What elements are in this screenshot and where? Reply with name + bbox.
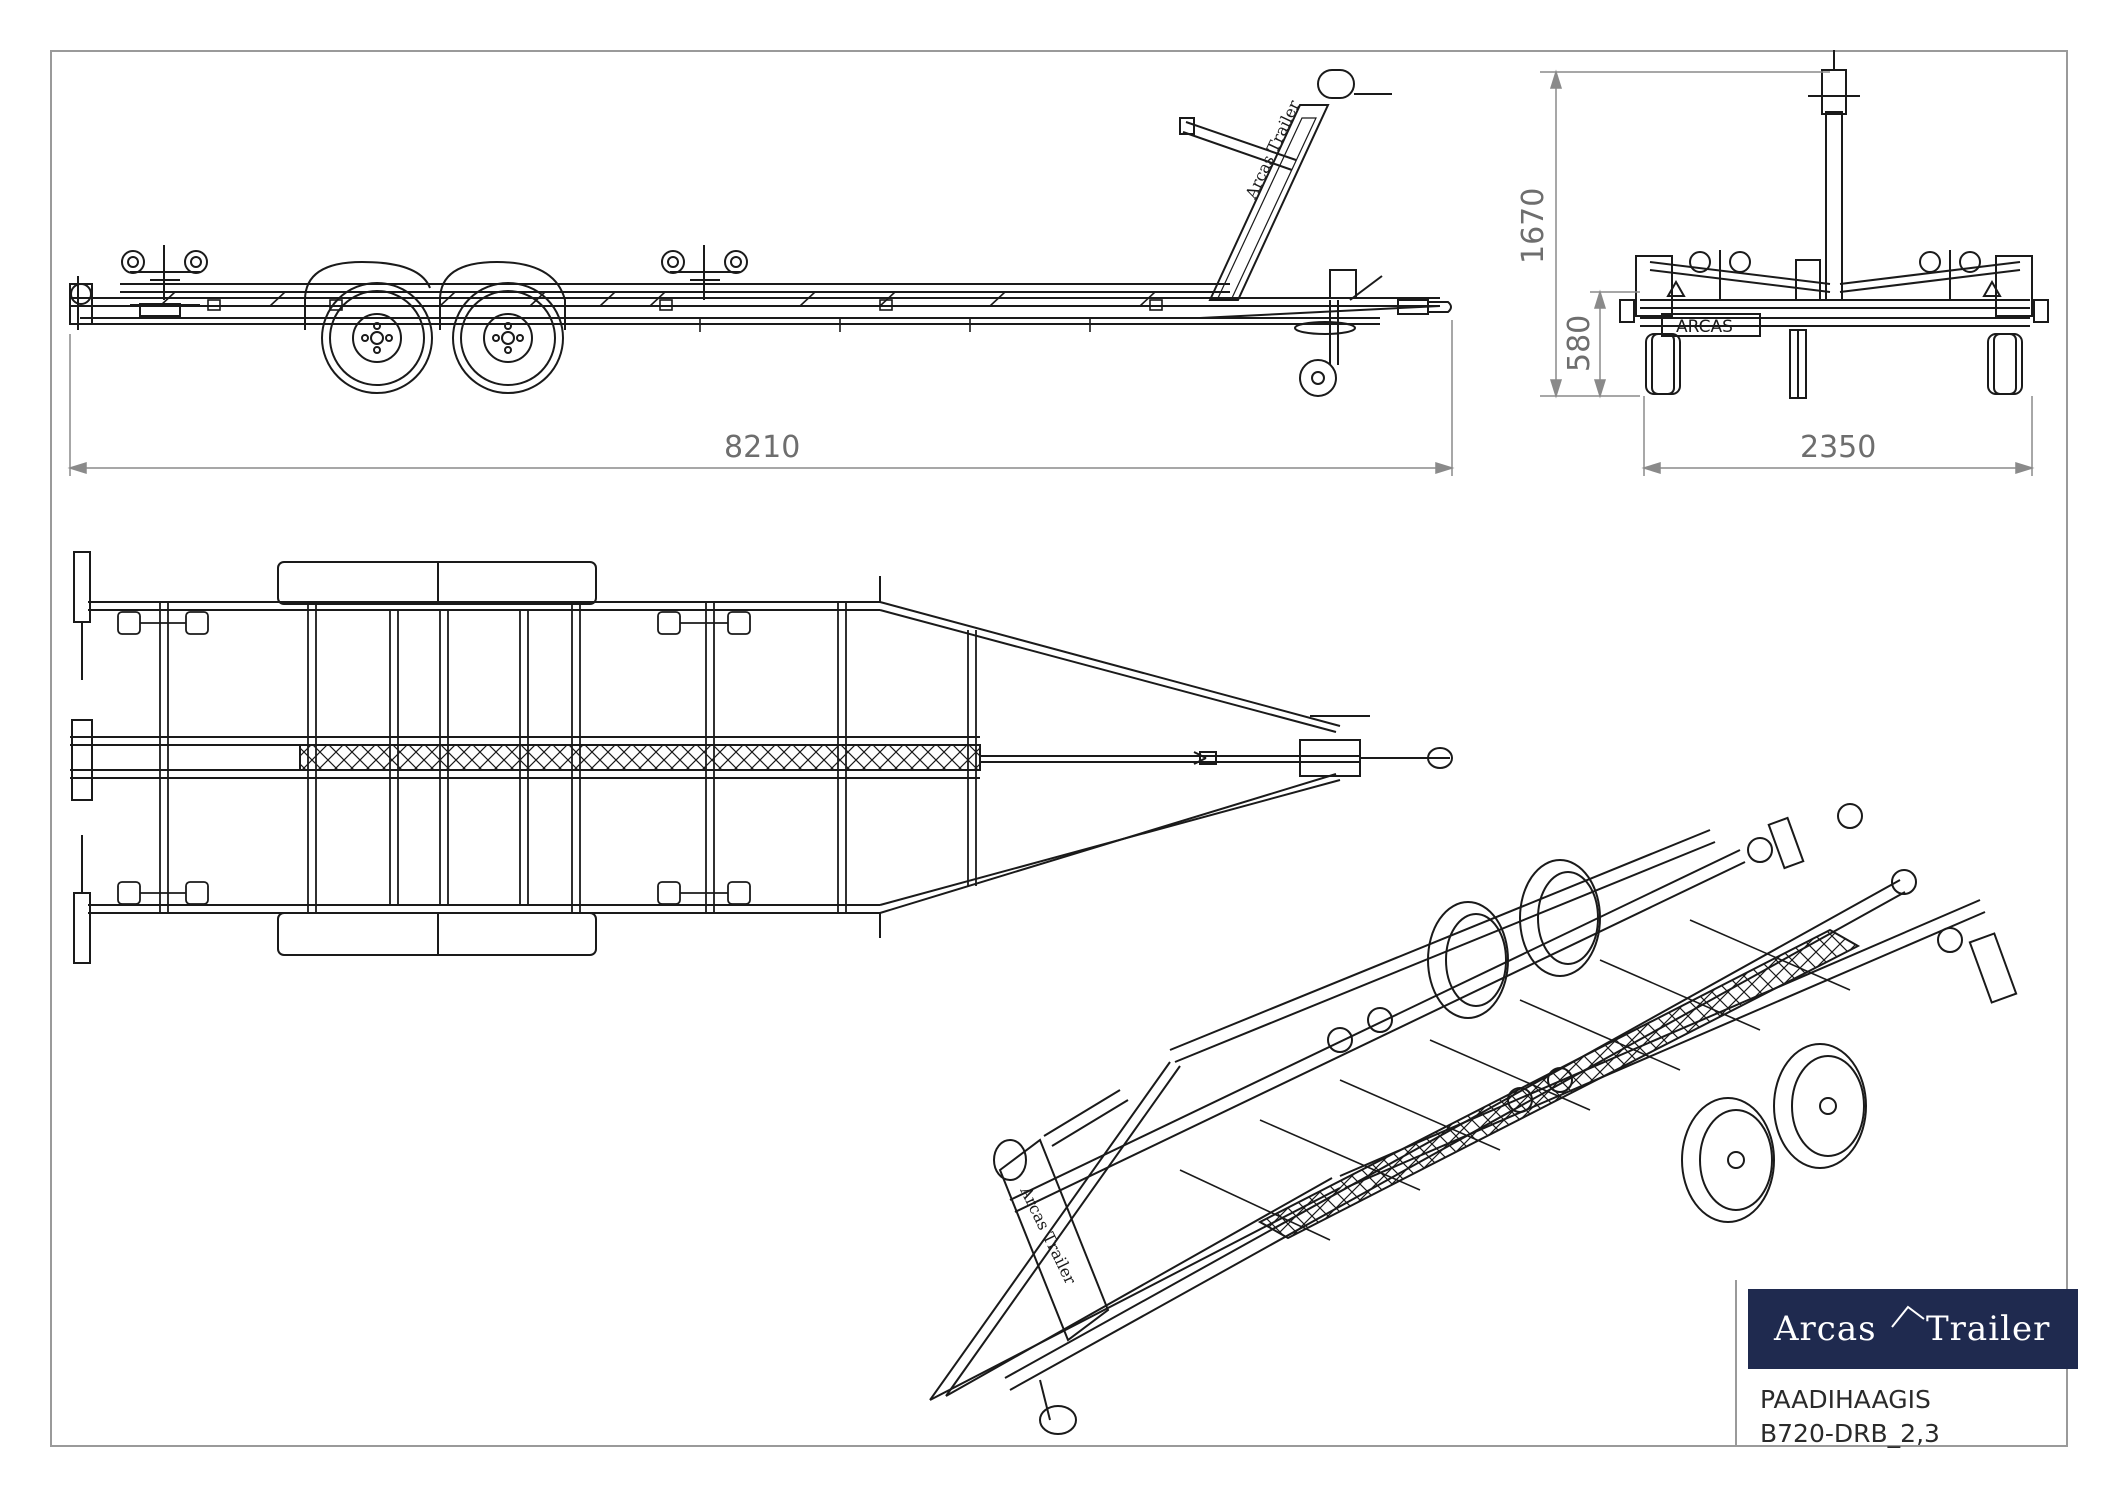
logo-word-trailer: Trailer <box>1926 1309 2051 1349</box>
logo-word-arcas: Arcas <box>1774 1309 1877 1349</box>
rear-badge-text: ARCAS <box>1676 317 1733 337</box>
sheet-border <box>50 50 2068 1447</box>
bed-height-label: 580 <box>1562 315 1597 372</box>
isometric-view: Arcas Trailer <box>929 803 2018 1435</box>
overall-length-label: 8210 <box>724 430 800 465</box>
side-view: Arcas Trailer <box>69 69 1452 397</box>
rear-view: ARCAS <box>1619 50 2049 399</box>
title-block: Arcas Trailer PAADIHAAGIS B720-DRB_2,3 <box>1748 1289 2078 1457</box>
brand-logo: Arcas Trailer <box>1748 1289 2078 1369</box>
overall-width-label: 2350 <box>1800 430 1876 465</box>
dimension-lines <box>67 69 2035 476</box>
title-block-product: PAADIHAAGIS <box>1760 1385 1931 1414</box>
svg-text:Arcas Trailer: Arcas Trailer <box>1241 97 1304 203</box>
total-height-label: 1670 <box>1516 188 1551 264</box>
top-view <box>70 551 1453 964</box>
title-block-model: B720-DRB_2,3 <box>1760 1419 1940 1448</box>
mesh-walkway <box>299 744 981 771</box>
iso-mesh-walkway <box>1257 928 1861 1240</box>
logo-sail-icon <box>1891 1305 1925 1328</box>
